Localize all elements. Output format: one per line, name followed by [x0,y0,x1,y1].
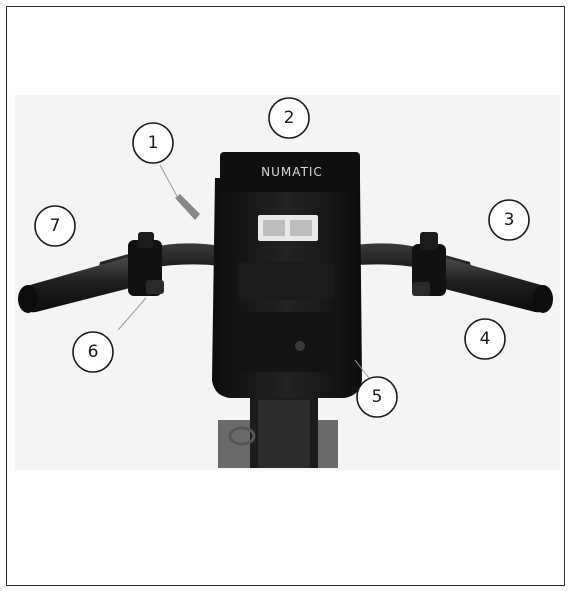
callout-label: 5 [372,387,383,407]
display-segment [290,220,312,236]
lower-panel [238,312,334,372]
callout-label: 2 [284,108,295,128]
callout-1: 1 [133,123,173,163]
callout-2: 2 [269,98,309,138]
callout-3: 3 [489,200,529,240]
button-panel [238,262,334,300]
callout-4: 4 [465,319,505,359]
callout-label: 3 [504,210,515,230]
callout-label: 7 [50,216,61,236]
callout-label: 6 [88,342,99,362]
callout-5: 5 [357,377,397,417]
callout-label: 4 [480,329,491,349]
display-segment [263,220,285,236]
key-switch [295,341,305,351]
callout-6: 6 [73,332,113,372]
callout-label: 1 [148,133,159,153]
left-switch-housing [128,232,164,296]
brand-label: NUMATIC [261,165,323,179]
callout-7: 7 [35,206,75,246]
